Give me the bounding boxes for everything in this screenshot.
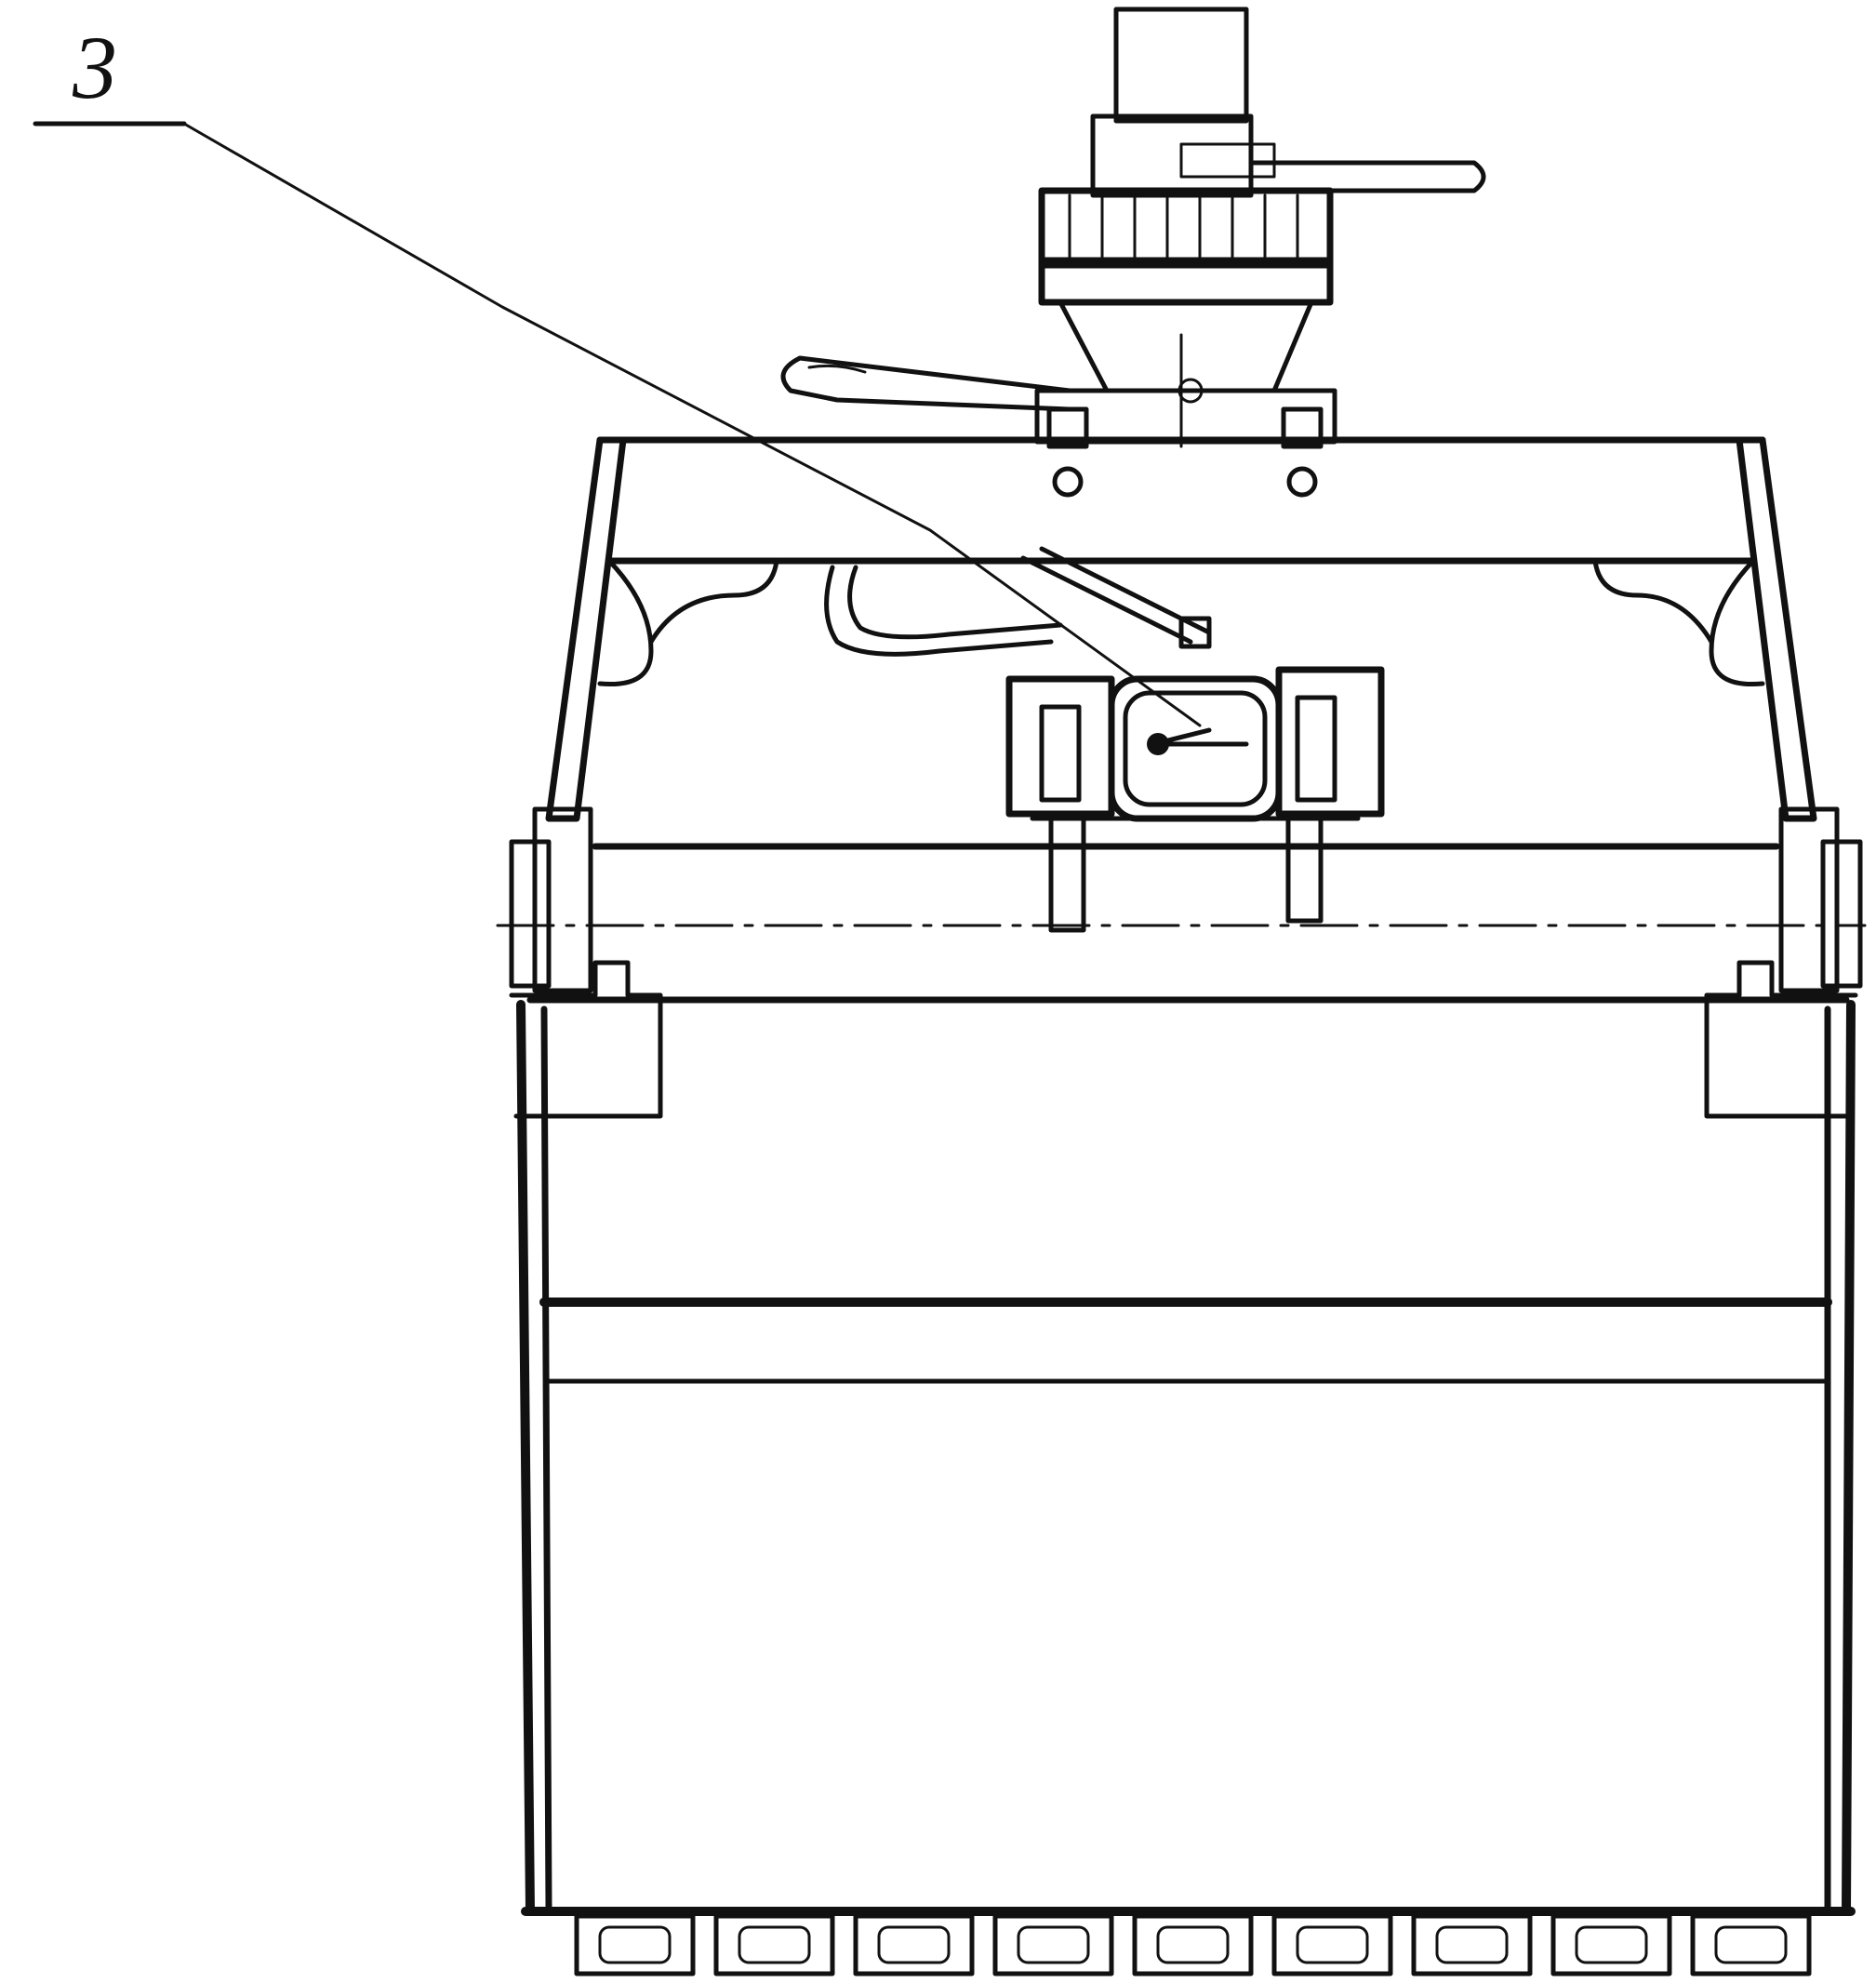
gear-ring-ribs: [1068, 193, 1299, 262]
left-cylinder-bore: [1039, 704, 1082, 803]
hose-line-2: [847, 565, 1063, 640]
hose-coupling: [1178, 616, 1212, 649]
right-hinge-lug: [1820, 839, 1863, 989]
right-cylinder-housing: [1275, 666, 1385, 818]
left-handle-arm: [780, 355, 1072, 412]
hose-line-1: [824, 565, 1054, 657]
tooth: [1271, 1913, 1393, 1976]
hinge-section: [496, 806, 1867, 1119]
mount-bolt-left: [1046, 406, 1089, 449]
valve-knob-icon: [1147, 733, 1169, 755]
left-gusset: [597, 558, 654, 687]
bucket-teeth: [574, 1913, 1812, 1976]
bucket-left-wall: [516, 1000, 535, 1916]
tooth: [1132, 1913, 1254, 1976]
tooth: [1411, 1913, 1533, 1976]
right-hinge-plate: [1778, 806, 1840, 993]
central-valve-body: [1108, 675, 1283, 822]
left-hinge-bracket: [509, 960, 663, 1119]
right-bail-leg: [1736, 436, 1817, 822]
motor-base: [1090, 113, 1254, 198]
bucket-left-wall-inner: [540, 1005, 552, 1910]
callout-leader-line: [182, 122, 1202, 727]
right-gusset-curve: [1592, 558, 1714, 645]
left-hinge-lug: [509, 839, 552, 989]
gear-ring-base: [1038, 257, 1334, 306]
left-cylinder-housing: [1005, 675, 1115, 818]
motor-housing: [1113, 7, 1249, 124]
mount-bolt-right: [1281, 406, 1324, 449]
right-cylinder-bore: [1295, 695, 1337, 803]
left-hinge-plate: [532, 806, 593, 993]
tooth: [992, 1913, 1114, 1976]
valve-block: [1005, 616, 1385, 933]
top-frame: [545, 436, 1817, 822]
hose-line-4: [1039, 546, 1212, 635]
bucket-right-wall: [1842, 1000, 1856, 1916]
callout-3: 3: [33, 18, 1202, 727]
operating-handle: [1248, 160, 1486, 193]
bucket-body: [516, 1000, 1856, 1916]
right-guide-rod: [1285, 816, 1324, 924]
mounting-plate: [1034, 388, 1337, 445]
tooth: [853, 1913, 975, 1976]
callout-label-3: 3: [72, 18, 117, 117]
tooth: [574, 1913, 696, 1976]
tooth: [713, 1913, 835, 1976]
swivel-cone: [1058, 299, 1314, 393]
top-actuator-assembly: [780, 7, 1486, 498]
tooth: [1550, 1913, 1672, 1976]
right-gusset: [1709, 558, 1765, 687]
valve-face: [1123, 690, 1268, 807]
hose-line-3: [1020, 555, 1193, 645]
bolt-nut-left: [1052, 466, 1084, 498]
left-guide-rod: [1048, 816, 1086, 933]
gear-ring: [1038, 187, 1334, 269]
left-handle-grip: [807, 364, 867, 374]
left-bail-leg: [545, 436, 627, 822]
left-gusset-curve: [648, 558, 779, 645]
tooth: [1690, 1913, 1812, 1976]
hydraulic-hose: [824, 546, 1212, 657]
bolt-nut-right: [1286, 466, 1318, 498]
right-hinge-bracket: [1704, 960, 1858, 1119]
